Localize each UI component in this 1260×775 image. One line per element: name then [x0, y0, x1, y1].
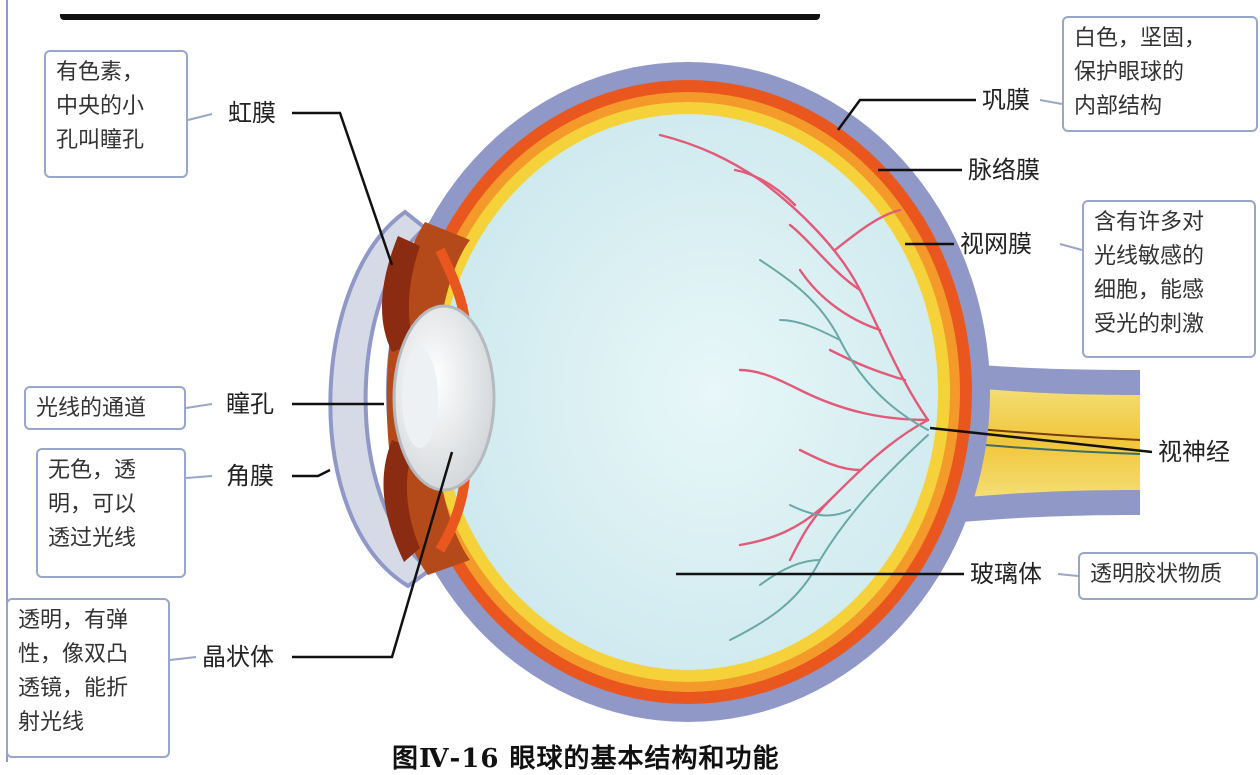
note-vitreous: 透明胶状物质: [1078, 552, 1258, 600]
figure-caption: 图Ⅳ-16 眼球的基本结构和功能: [392, 738, 780, 775]
label-pupil: 瞳孔: [226, 392, 274, 416]
note-iris: 有色素， 中央的小 孔叫瞳孔: [44, 50, 188, 178]
label-lens: 晶状体: [202, 645, 274, 669]
label-retina: 视网膜: [960, 232, 1032, 256]
leader-sclera: [838, 100, 976, 130]
leader-iris: [292, 113, 392, 265]
label-cornea: 角膜: [226, 464, 274, 488]
note-sclera: 白色，坚固， 保护眼球的 内部结构: [1062, 16, 1258, 132]
label-vitreous: 玻璃体: [970, 562, 1042, 586]
leader-optic-nerve: [930, 428, 1152, 452]
note-lens: 透明，有弹 性，像双凸 透镜，能折 射光线: [6, 598, 170, 758]
label-optic-nerve: 视神经: [1158, 440, 1230, 464]
note-retina: 含有许多对 光线敏感的 细胞，能感 受光的刺激: [1082, 200, 1256, 358]
leader-cornea: [292, 470, 330, 476]
label-iris: 虹膜: [228, 101, 276, 125]
note-cornea: 无色，透 明，可以 透过光线: [36, 448, 186, 578]
leader-lens: [292, 452, 452, 657]
label-choroid: 脉络膜: [968, 158, 1040, 182]
note-pupil: 光线的通道: [24, 386, 186, 430]
label-sclera: 巩膜: [982, 88, 1030, 112]
